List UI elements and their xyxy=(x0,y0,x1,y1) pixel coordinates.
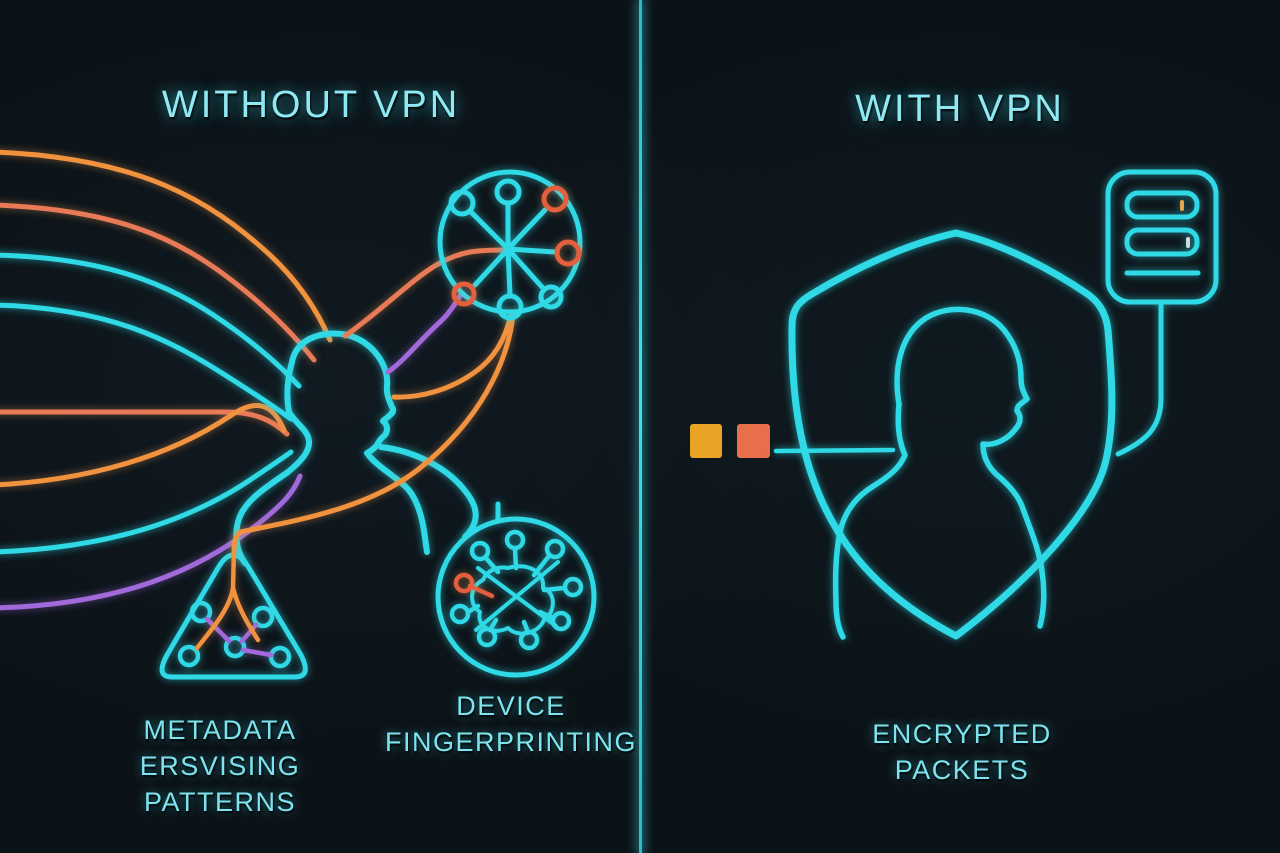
vpn-server-icon xyxy=(1105,169,1219,457)
with-vpn-panel: WITH VPN ENCRYPTED PACKETS xyxy=(640,0,1280,853)
metadata-label-line: METADATA xyxy=(143,715,297,745)
tracking-data-lines xyxy=(0,149,333,488)
encrypted-tunnel-line xyxy=(773,447,896,454)
metadata-patterns-label: METADATA ERSVISING PATTERNS xyxy=(90,712,350,820)
device-fingerprinting-label: DEVICE FINGERPRINTING xyxy=(371,688,651,760)
data-packet-squares xyxy=(690,424,770,458)
encrypted-label-line: ENCRYPTED xyxy=(872,719,1052,749)
network-nodes-icon xyxy=(437,169,583,321)
metadata-triangle-links xyxy=(204,616,274,658)
face-to-network-warm-connectors xyxy=(231,247,516,551)
metadata-label-line: ERSVISING xyxy=(139,751,301,781)
device-fingerprint-icon xyxy=(435,501,597,678)
device-label-line: DEVICE xyxy=(456,691,566,721)
network-nodes-warm-dots xyxy=(451,185,582,307)
without-vpn-title: WITHOUT VPN xyxy=(161,84,461,126)
with-vpn-title: WITH VPN xyxy=(855,88,1065,130)
encrypted-packets-label: ENCRYPTED PACKETS xyxy=(822,716,1102,788)
panel-divider xyxy=(639,0,642,853)
packet-square-amber xyxy=(690,424,722,458)
metadata-triangle-branch xyxy=(194,545,261,651)
without-vpn-panel: WITHOUT VPN METADATA ERSVISING PATTERNS … xyxy=(90,84,636,820)
server-led-amber xyxy=(1180,200,1184,211)
encrypted-label-line: PACKETS xyxy=(894,755,1030,785)
tracking-data-lines-cyan xyxy=(0,252,302,555)
protected-user-silhouette xyxy=(832,306,1047,640)
packet-square-orange xyxy=(737,424,770,458)
tracking-data-lines-purple xyxy=(0,473,303,611)
unprotected-user-silhouette xyxy=(233,330,479,566)
device-label-line: FINGERPRINTING xyxy=(384,727,637,757)
fingerprint-orange-node xyxy=(453,572,495,599)
vpn-shield-icon xyxy=(788,229,1116,640)
metadata-label-line: PATTERNS xyxy=(143,787,296,817)
server-led-white xyxy=(1186,237,1190,248)
